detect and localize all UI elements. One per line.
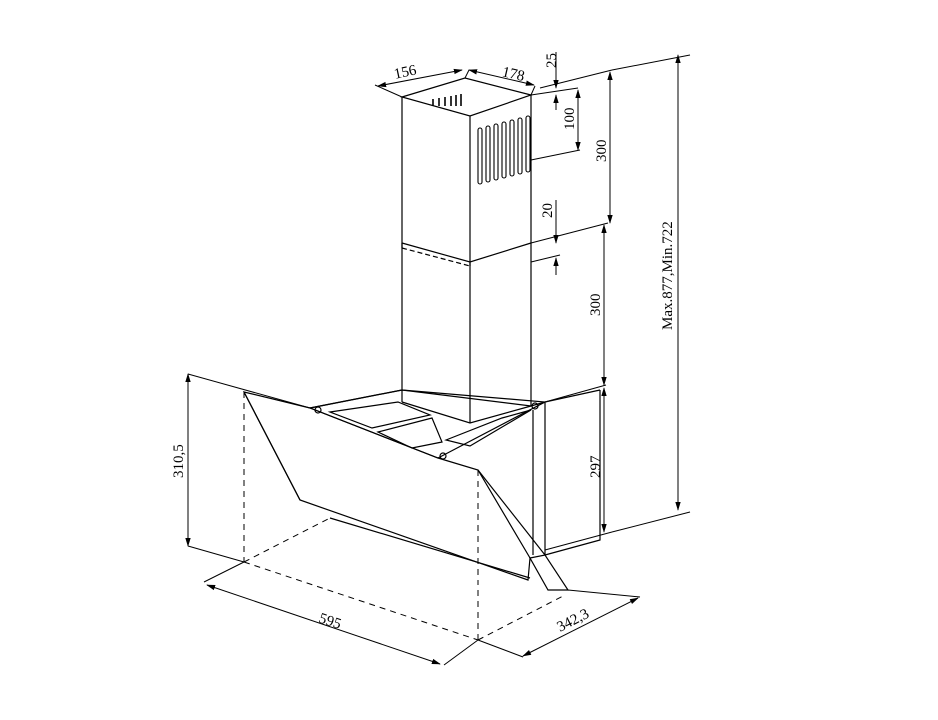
dim-chimney-depth: 178 xyxy=(501,64,527,85)
dim-upper-chimney-height: 300 xyxy=(594,140,610,163)
filter-plate xyxy=(307,389,548,460)
hood-body xyxy=(309,389,601,556)
glass-canopy xyxy=(242,391,570,591)
upper-chimney xyxy=(399,77,534,267)
dim-canopy-height: 310,5 xyxy=(171,444,187,478)
upper-chimney-top xyxy=(399,77,534,117)
dim-hood-body-height: 297 xyxy=(588,455,604,478)
dim-total-height: Max.877,Min.722 xyxy=(660,221,676,330)
dimension-lines xyxy=(185,52,691,666)
dim-chimney-width: 156 xyxy=(393,62,419,82)
filter-panel-left xyxy=(327,401,433,429)
dim-hood-width: 595 xyxy=(317,611,343,633)
dim-lower-chimney-height: 300 xyxy=(588,294,604,317)
footprint-hidden-lines xyxy=(243,392,566,641)
lower-chimney-top-front xyxy=(401,242,532,263)
filter-panel-center xyxy=(376,417,443,449)
hood-body-right-back xyxy=(544,390,601,556)
filter-panel-right xyxy=(444,409,532,447)
front-vent-slots xyxy=(477,115,531,185)
dim-vent-height: 100 xyxy=(562,108,578,131)
glass-support-bracket xyxy=(529,554,570,591)
dim-top-offset: 25 xyxy=(544,53,560,68)
dim-overlap: 20 xyxy=(540,203,556,218)
top-vent-slots xyxy=(432,94,462,106)
glass-panel xyxy=(242,391,531,581)
upper-chimney-bottom-left xyxy=(401,247,471,267)
filter-plate-outline xyxy=(307,389,548,459)
